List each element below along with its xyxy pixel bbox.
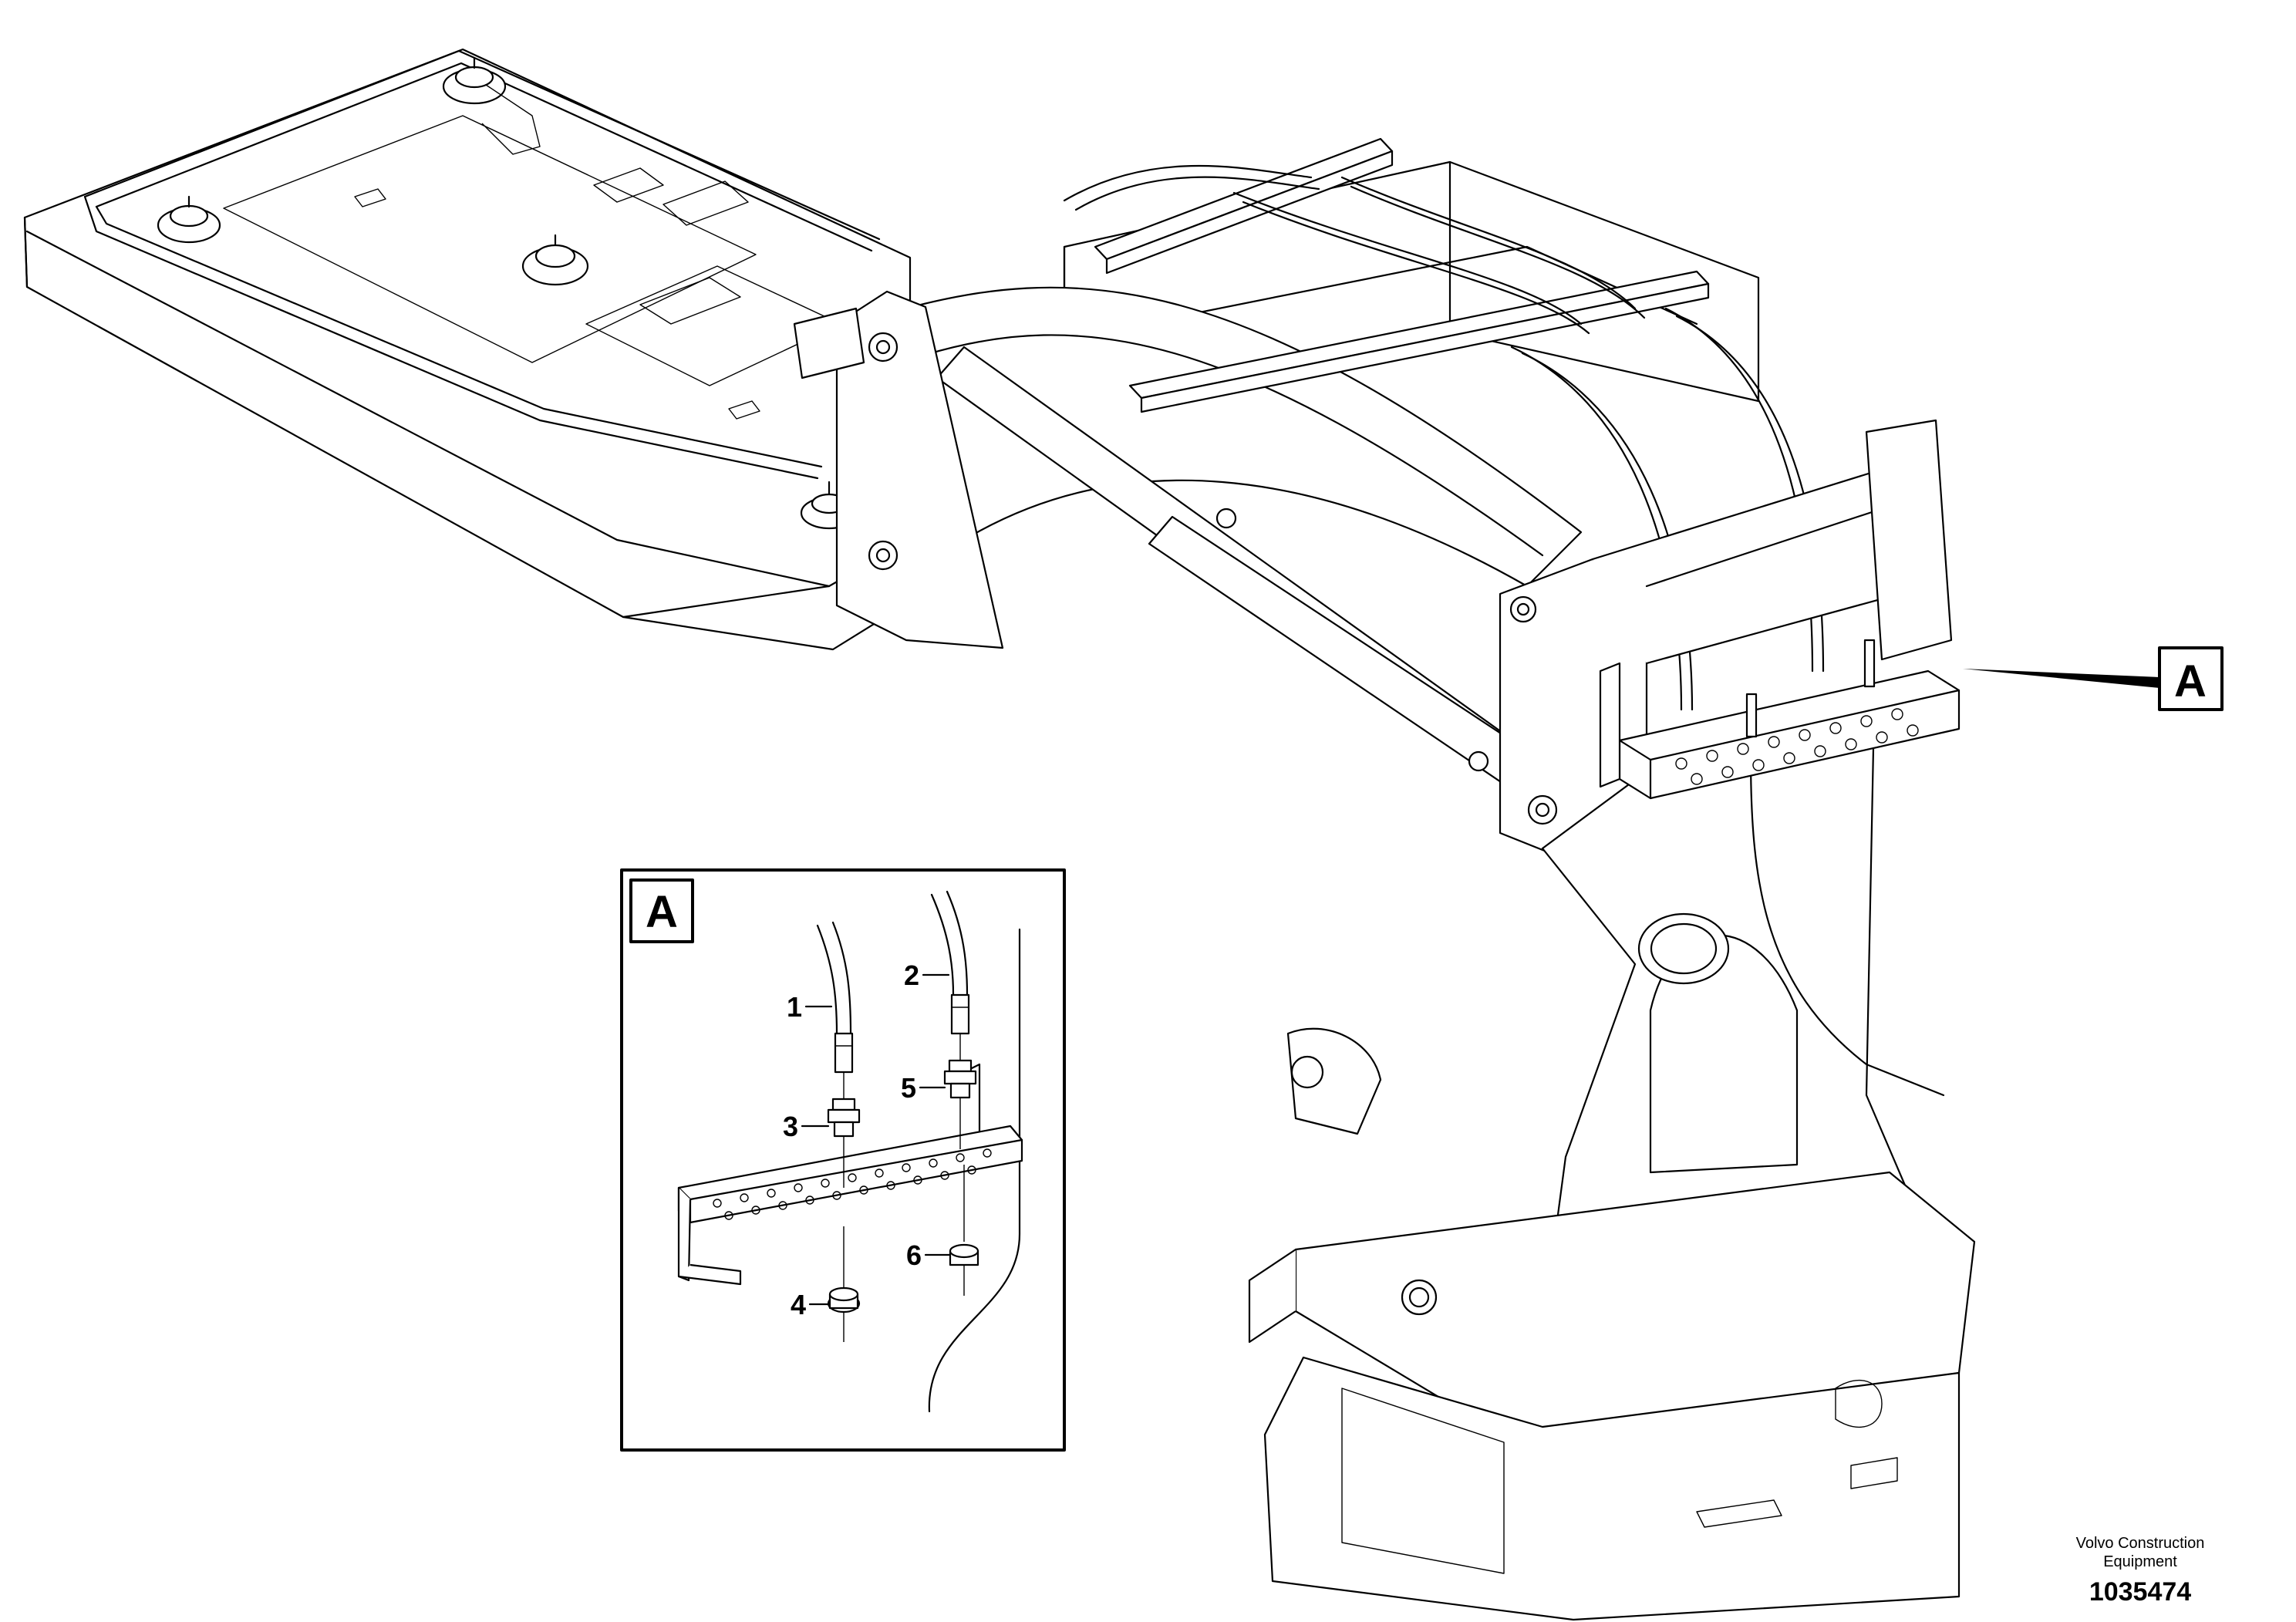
svg-text:1: 1	[787, 991, 802, 1023]
nut-4	[827, 1226, 861, 1342]
detail-view-a: A	[620, 868, 1066, 1452]
document-number: 1035474	[2089, 1577, 2191, 1607]
union-fitting-3	[827, 1072, 861, 1188]
hose-bracket-plate	[1599, 639, 1961, 800]
cab-platform	[23, 48, 912, 651]
hose-clamp-rail-front	[1128, 270, 1710, 413]
hose-1	[816, 921, 854, 1074]
nut-6	[949, 1165, 979, 1296]
svg-text:6: 6	[906, 1239, 922, 1271]
cab-mount-front-left	[157, 195, 221, 244]
brand-line-2: Equipment	[2103, 1553, 2177, 1570]
brand-line-1: Volvo Construction	[2076, 1535, 2205, 1552]
cab-mount-center	[521, 234, 589, 286]
hose-routing	[1063, 137, 1825, 711]
detail-view-label: A	[646, 887, 678, 937]
svg-text:2: 2	[904, 959, 919, 991]
svg-text:4: 4	[791, 1289, 806, 1320]
part-label-1: 1	[787, 991, 833, 1023]
part-label-3: 3	[783, 1111, 830, 1142]
svg-text:3: 3	[783, 1111, 798, 1142]
callout-a-label: A	[2174, 656, 2207, 706]
part-label-6: 6	[906, 1239, 952, 1271]
part-label-5: 5	[901, 1072, 946, 1104]
part-label-2: 2	[904, 959, 950, 991]
footer: Volvo Construction Equipment 1035474	[2076, 1535, 2205, 1607]
hose-clamp-rail-rear	[1094, 137, 1394, 275]
svg-text:5: 5	[901, 1072, 916, 1104]
cab-mount-rear-left	[442, 56, 541, 155]
union-fitting-5	[943, 1034, 977, 1149]
hose-2	[930, 890, 970, 1035]
callout-a: A	[1963, 646, 2224, 711]
column-assembly	[1248, 419, 1976, 1621]
part-label-4: 4	[791, 1289, 830, 1320]
